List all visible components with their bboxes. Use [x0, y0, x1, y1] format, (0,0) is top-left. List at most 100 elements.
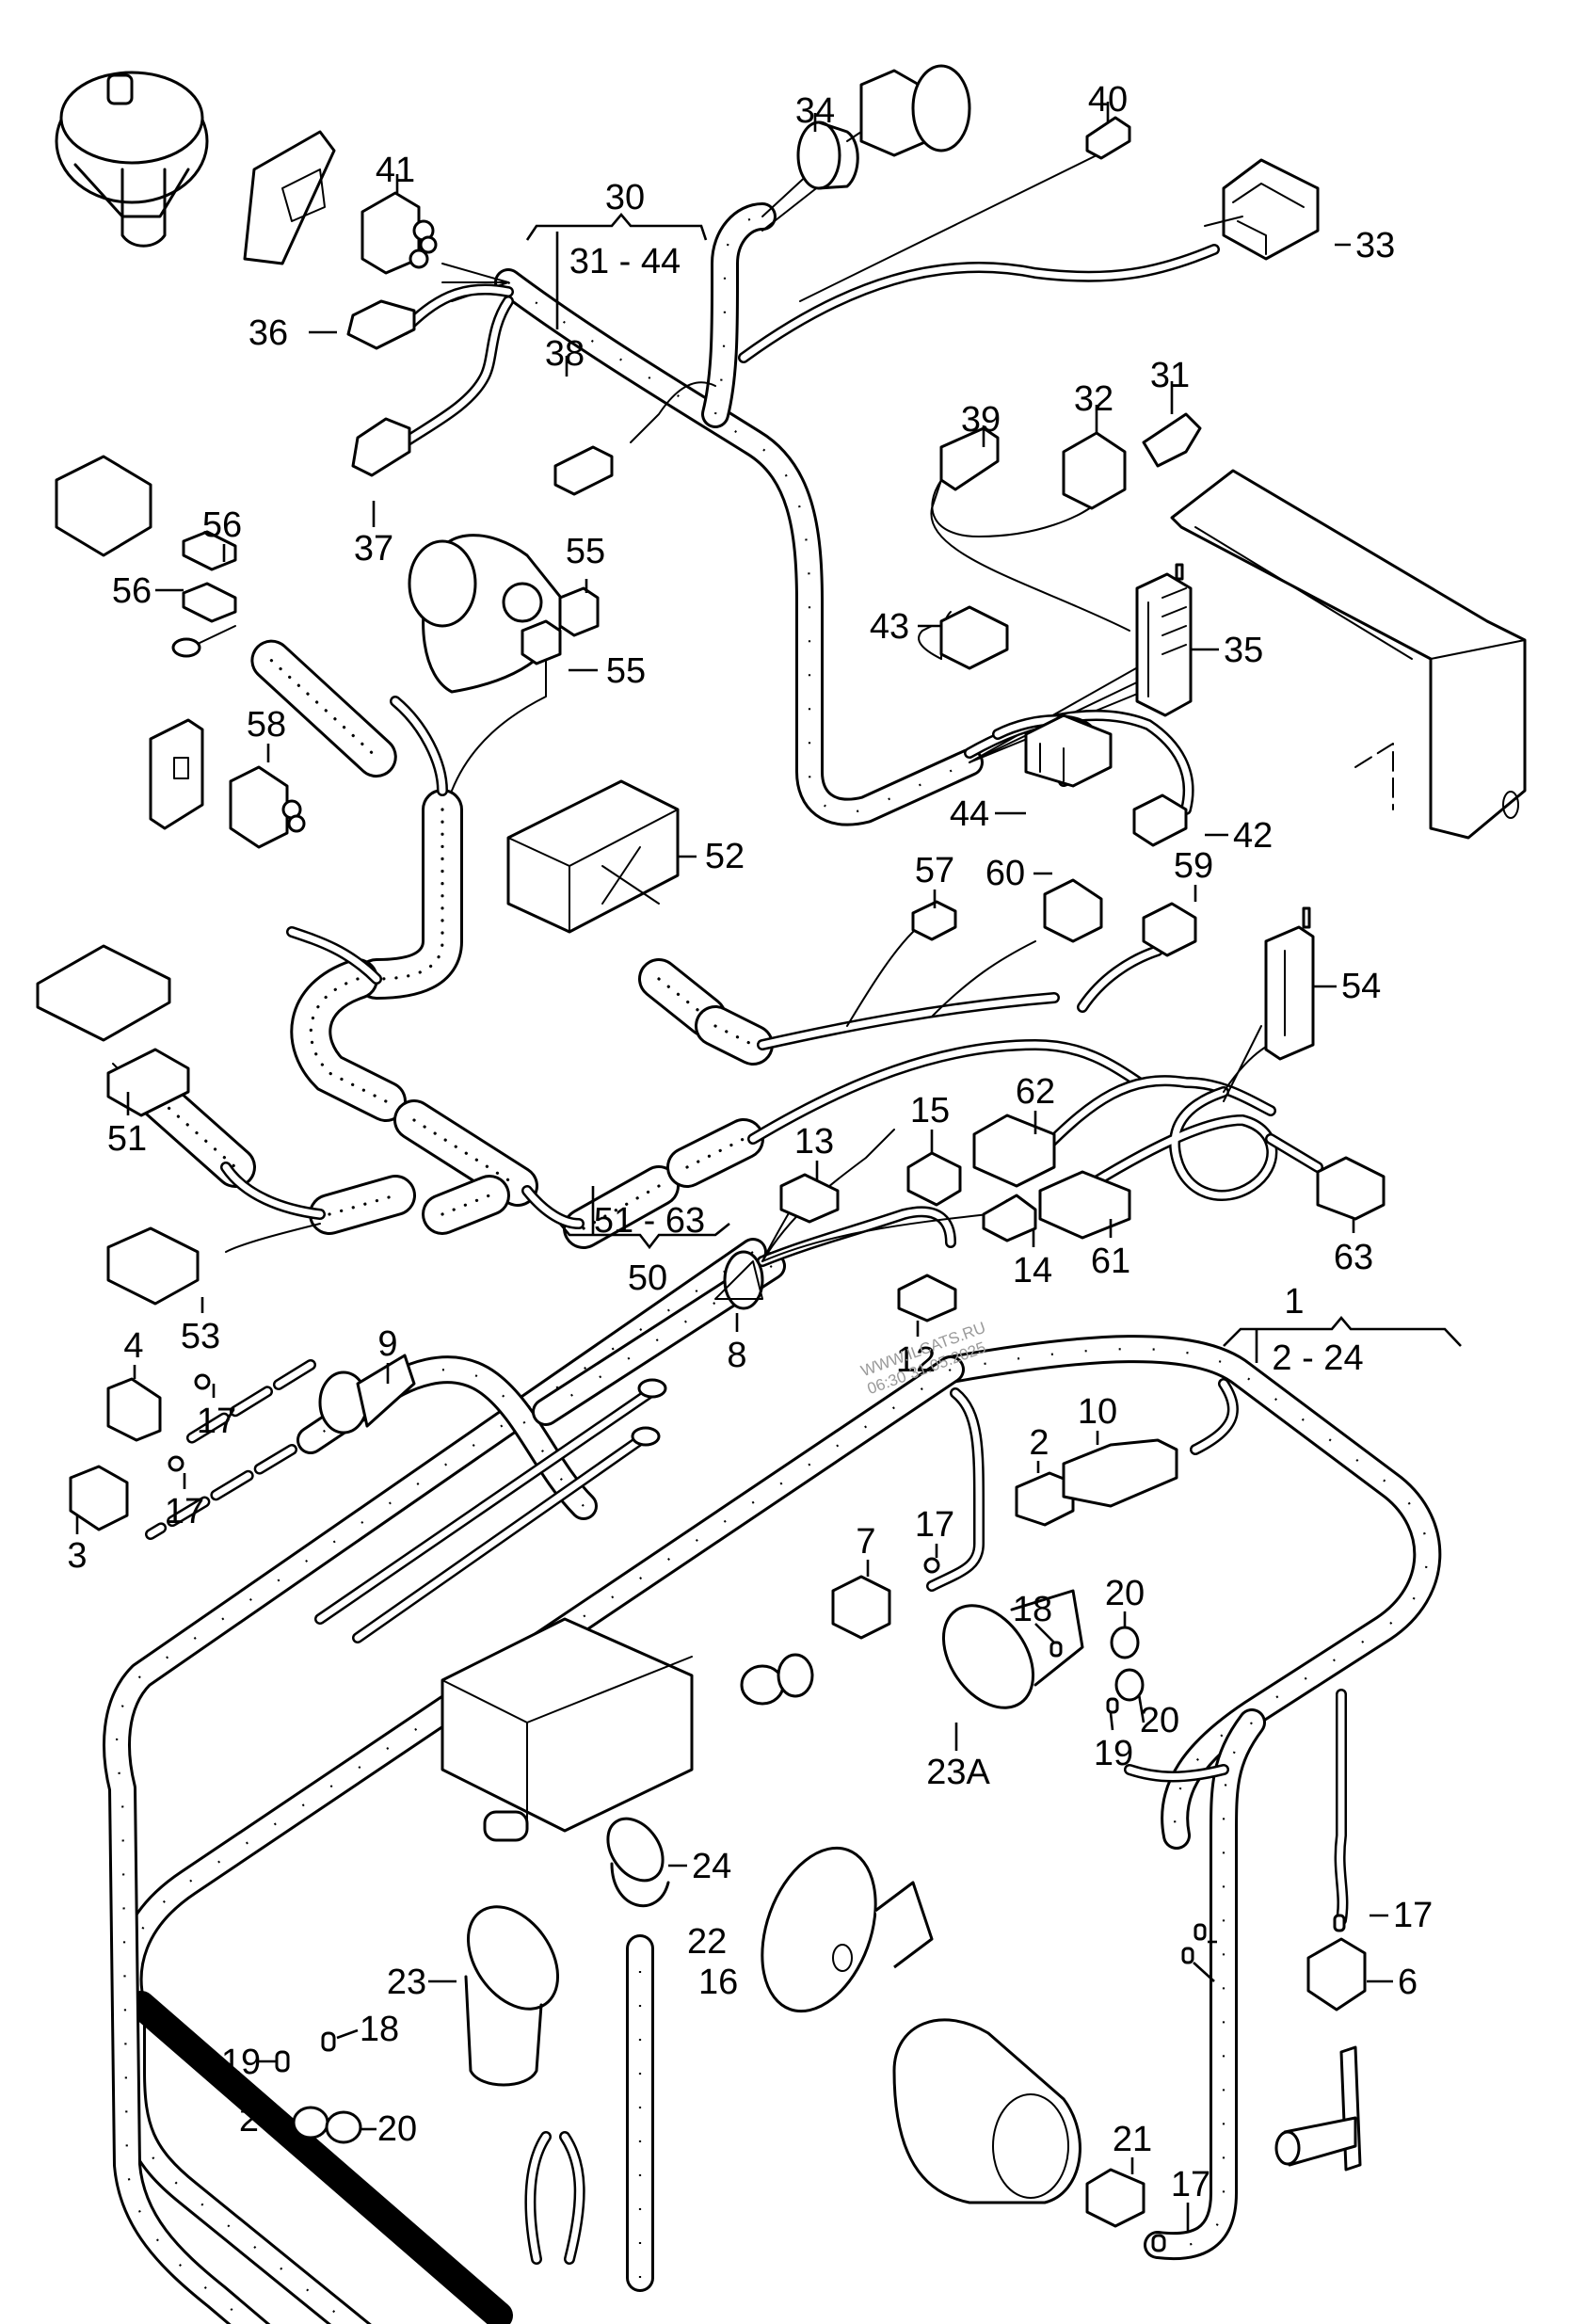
connector-36: [346, 299, 416, 350]
control-unit-housing: [1170, 469, 1527, 840]
callout-63: 63: [1334, 1238, 1373, 1277]
connector-33: [1204, 158, 1320, 261]
clip-assembly-left: [36, 944, 171, 1042]
callout-40: 40: [1088, 80, 1128, 120]
callout-57: 57: [915, 851, 954, 890]
callout-44: 44: [950, 794, 989, 834]
grommet-20-left-a: [292, 2106, 329, 2140]
pressure-switch: [740, 1653, 814, 1706]
callout-31: 31: [1150, 356, 1190, 395]
connector-56-upper: [182, 530, 237, 571]
callout-33: 33: [1355, 226, 1395, 265]
callout-34: 34: [795, 91, 835, 131]
callout-4: 4: [123, 1326, 143, 1366]
connector-63: [1316, 1156, 1386, 1221]
callout-42: 42: [1233, 816, 1273, 856]
connector-58: [229, 765, 306, 849]
bracket-1: 1 2 - 24: [1223, 1282, 1462, 1378]
ring-terminal-56: [171, 625, 236, 658]
connector-7: [831, 1557, 940, 1640]
connector-52: [506, 779, 680, 934]
connector-61: [1038, 1170, 1131, 1240]
bracket-50-label: 50: [628, 1258, 667, 1298]
seal-16: [1181, 1947, 1194, 1964]
callout-21: 21: [1113, 2120, 1152, 2159]
connector-23: [464, 1905, 560, 2087]
callout-16: 16: [698, 1963, 738, 2002]
grommet-20-left-b: [325, 2110, 362, 2144]
callout-17-e: 17: [1171, 2165, 1210, 2204]
connector-13: [779, 1173, 840, 1224]
bracket-1-label: 1: [1284, 1282, 1304, 1322]
callout-9: 9: [377, 1324, 397, 1364]
radiator-fan: [761, 1846, 934, 2013]
seal-18-right: [1049, 1641, 1063, 1658]
connector-60: [1043, 878, 1103, 943]
callout-15: 15: [910, 1091, 950, 1130]
callout-23a: 23A: [926, 1753, 990, 1792]
callout-53: 53: [181, 1317, 220, 1356]
callout-20-d: 20: [377, 2109, 417, 2149]
callout-52: 52: [705, 837, 745, 876]
callout-37: 37: [354, 529, 393, 569]
blower-fan-55: [408, 534, 567, 694]
callout-39: 39: [961, 400, 1001, 440]
callout-3: 3: [67, 1536, 87, 1576]
callout-22: 22: [687, 1922, 727, 1962]
blower-motor: [55, 71, 209, 248]
callout-14: 14: [1013, 1251, 1052, 1290]
callout-19-a: 19: [221, 2043, 261, 2082]
connector-4: [106, 1373, 211, 1442]
seal-19-left: [275, 2050, 290, 2073]
connector-43: [939, 605, 1009, 670]
connector-3: [69, 1455, 184, 1531]
clip-31: [1142, 412, 1202, 468]
grommet-20-right-a: [1110, 1626, 1140, 1659]
connector-44: [1024, 713, 1113, 788]
ac-compressor: [892, 2018, 1081, 2204]
callout-7: 7: [856, 1522, 875, 1562]
connector-56-lower: [182, 582, 237, 623]
bracket-30-label: 30: [605, 178, 645, 217]
connector-15: [906, 1151, 962, 1207]
connector-38: [553, 445, 614, 496]
switch-58-mount: [149, 718, 204, 830]
callout-41: 41: [376, 151, 415, 190]
callout-13: 13: [794, 1122, 834, 1162]
callout-20-a: 20: [1105, 1574, 1145, 1613]
callout-6: 6: [1398, 1963, 1418, 2002]
callout-59: 59: [1174, 846, 1213, 886]
callout-17-a: 17: [197, 1402, 236, 1441]
bracket-50-range: 51 - 63: [594, 1201, 705, 1241]
callout-58: 58: [247, 705, 286, 745]
callout-2: 2: [1029, 1423, 1049, 1463]
connector-6: [1306, 1914, 1367, 2011]
switch-56-mount: [55, 455, 152, 557]
connector-42: [1132, 793, 1188, 847]
connector-24: [606, 1817, 670, 1908]
callout-56-upper: 56: [202, 505, 242, 545]
connector-23a: [941, 1589, 1084, 1709]
blower-resistor: [243, 130, 336, 265]
bracket-30: 30 31 - 44: [525, 178, 708, 329]
callout-12: 12: [896, 1340, 936, 1380]
callout-10: 10: [1078, 1392, 1117, 1432]
seal-22: [1194, 1923, 1207, 1941]
bracket-1-range: 2 - 24: [1272, 1338, 1363, 1378]
callout-36: 36: [248, 313, 288, 353]
valve-6: [1274, 2045, 1362, 2172]
callout-23: 23: [387, 1963, 426, 2002]
connector-40: [1085, 116, 1131, 160]
seal-18-left: [321, 2031, 336, 2052]
connector-41: [360, 191, 438, 275]
callout-17-b: 17: [165, 1492, 204, 1531]
connector-2: [1015, 1471, 1075, 1527]
callout-24: 24: [692, 1847, 731, 1886]
terminal-55-lower: [521, 619, 562, 665]
connector-14: [982, 1194, 1037, 1242]
callout-61: 61: [1091, 1242, 1130, 1281]
callout-35: 35: [1224, 631, 1263, 670]
connector-34: [796, 120, 859, 190]
callout-17-d: 17: [1393, 1896, 1433, 1935]
